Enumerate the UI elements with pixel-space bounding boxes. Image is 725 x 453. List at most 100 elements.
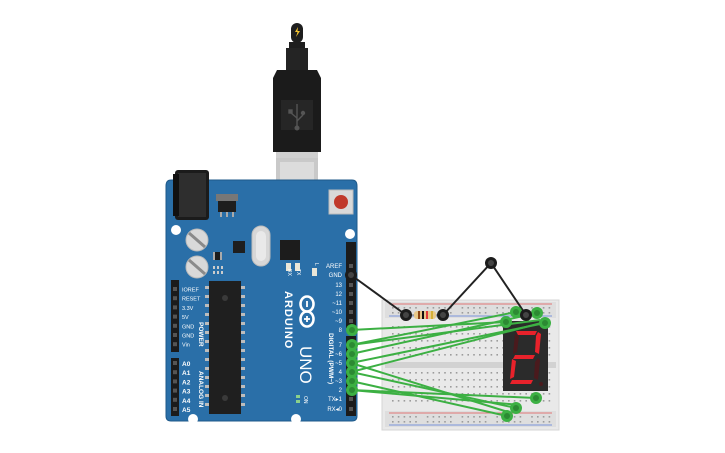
wire-endpoint-core	[440, 312, 446, 318]
header-pin[interactable]	[349, 319, 353, 323]
digital-pin-label: 7	[339, 343, 343, 349]
header-pin[interactable]	[349, 310, 353, 314]
signal-wire[interactable]	[350, 389, 521, 406]
wire-endpoint-core	[349, 378, 355, 384]
dc-power-jack	[173, 170, 209, 220]
wire-endpoint-core	[488, 260, 494, 266]
header-pin[interactable]	[173, 287, 177, 291]
digital-header-label: DIGITAL (PWM~)	[327, 333, 334, 384]
digital-pin-label: TX▸1	[328, 397, 343, 403]
digital-pin-label: 13	[335, 283, 342, 289]
wire-endpoint-core	[349, 387, 355, 393]
header-pin[interactable]	[173, 361, 177, 365]
display-digit-value: 2	[0, 0, 1, 1]
crystal-oscillator	[251, 225, 271, 267]
signal-wire[interactable]	[350, 321, 507, 331]
segment-c	[534, 358, 540, 380]
digital-pin-label: 2	[339, 388, 343, 394]
wire-endpoint-core	[349, 351, 355, 357]
wire-endpoint-core	[349, 369, 355, 375]
header-pin[interactable]	[173, 379, 177, 384]
digital-pin-label: GND	[329, 273, 343, 279]
segment-f	[513, 334, 519, 354]
wire-endpoint-core	[523, 312, 529, 318]
signal-wire[interactable]	[350, 311, 517, 346]
analog-header-label: ANALOG IN	[197, 371, 204, 408]
wire-endpoint-core	[513, 309, 519, 315]
digital-pin-label: ~3	[335, 379, 343, 385]
header-pin[interactable]	[173, 397, 177, 402]
arduino-uno-board[interactable]: TX RX L ARDUINO UNO ON I	[165, 170, 358, 424]
wire-endpoint-core	[349, 327, 355, 333]
digital-pin-label: ~10	[332, 310, 343, 316]
digital-pin-label: AREF	[326, 264, 342, 270]
header-pin[interactable]	[173, 370, 177, 375]
mounting-hole	[291, 414, 301, 424]
ground-wire[interactable]	[350, 274, 407, 316]
header-pin[interactable]	[173, 388, 177, 393]
digital-pin-label: ~5	[335, 361, 343, 367]
voltage-regulator	[216, 194, 238, 217]
header-pin[interactable]	[349, 301, 353, 305]
rx-led-label: RX	[286, 269, 292, 277]
header-pin[interactable]	[173, 342, 177, 347]
header-pin[interactable]	[173, 296, 177, 301]
reset-button[interactable]	[328, 189, 354, 215]
segment-e	[510, 359, 516, 379]
arduino-logo-icon	[299, 295, 315, 328]
analog-pin-label: A1	[182, 370, 191, 377]
segment-b	[535, 332, 541, 354]
digital-pin-label: 12	[335, 292, 342, 298]
wire-endpoint-core	[513, 405, 519, 411]
power-pin-label: Vin	[182, 343, 190, 349]
decimal-point	[539, 382, 543, 386]
segment-d	[510, 380, 533, 384]
wire-endpoint-core	[504, 413, 510, 419]
digital-pin-label: ~11	[332, 301, 342, 307]
l-led-label: L	[313, 263, 319, 266]
analog-pin-label: A0	[182, 361, 191, 368]
header-pin[interactable]	[349, 264, 353, 268]
signal-wire[interactable]	[350, 389, 537, 399]
header-pin[interactable]	[349, 407, 353, 411]
wire-endpoint-core	[533, 395, 539, 401]
signal-wire[interactable]	[350, 380, 508, 417]
capacitor	[185, 228, 209, 252]
segment-g	[513, 355, 535, 359]
wire-endpoint-core	[534, 310, 540, 316]
model-label: UNO	[296, 346, 315, 384]
power-pin-label: GND	[182, 334, 194, 340]
header-pin[interactable]	[349, 292, 353, 296]
on-label: ON	[302, 396, 308, 404]
power-pin-label: IOREF	[182, 288, 199, 294]
power-pin-label: GND	[182, 324, 194, 330]
header-pin[interactable]	[349, 397, 353, 401]
analog-pin-label: A4	[182, 398, 191, 405]
signal-wire[interactable]	[350, 362, 509, 413]
capacitor	[185, 255, 209, 279]
header-pin[interactable]	[173, 333, 177, 337]
usb-icon	[288, 104, 306, 131]
wire-endpoint-core	[349, 360, 355, 366]
seven-segment-display[interactable]	[503, 321, 548, 391]
power-pin-label: 5V	[182, 315, 189, 321]
power-header-label: POWER	[197, 322, 204, 347]
signal-wire[interactable]	[350, 321, 546, 373]
wire-endpoint-core	[349, 342, 355, 348]
analog-pin-label: A5	[182, 407, 191, 414]
header-pin[interactable]	[173, 407, 177, 411]
power-pin-label: 3.3V	[182, 306, 194, 312]
header-pin[interactable]	[173, 323, 177, 328]
header-pin[interactable]	[173, 305, 177, 310]
analog-pin-label: A2	[182, 379, 191, 386]
tx-led-label: TX	[295, 269, 301, 276]
wire-endpoint-core	[542, 320, 548, 326]
mounting-hole	[345, 229, 355, 239]
header-pin[interactable]	[349, 283, 353, 287]
wire-endpoint-core	[348, 272, 354, 278]
header-pin[interactable]	[173, 314, 177, 319]
digital-pin-label: RX◂0	[327, 407, 342, 413]
digital-pin-label: 8	[339, 328, 343, 334]
resistor[interactable]	[406, 311, 443, 319]
